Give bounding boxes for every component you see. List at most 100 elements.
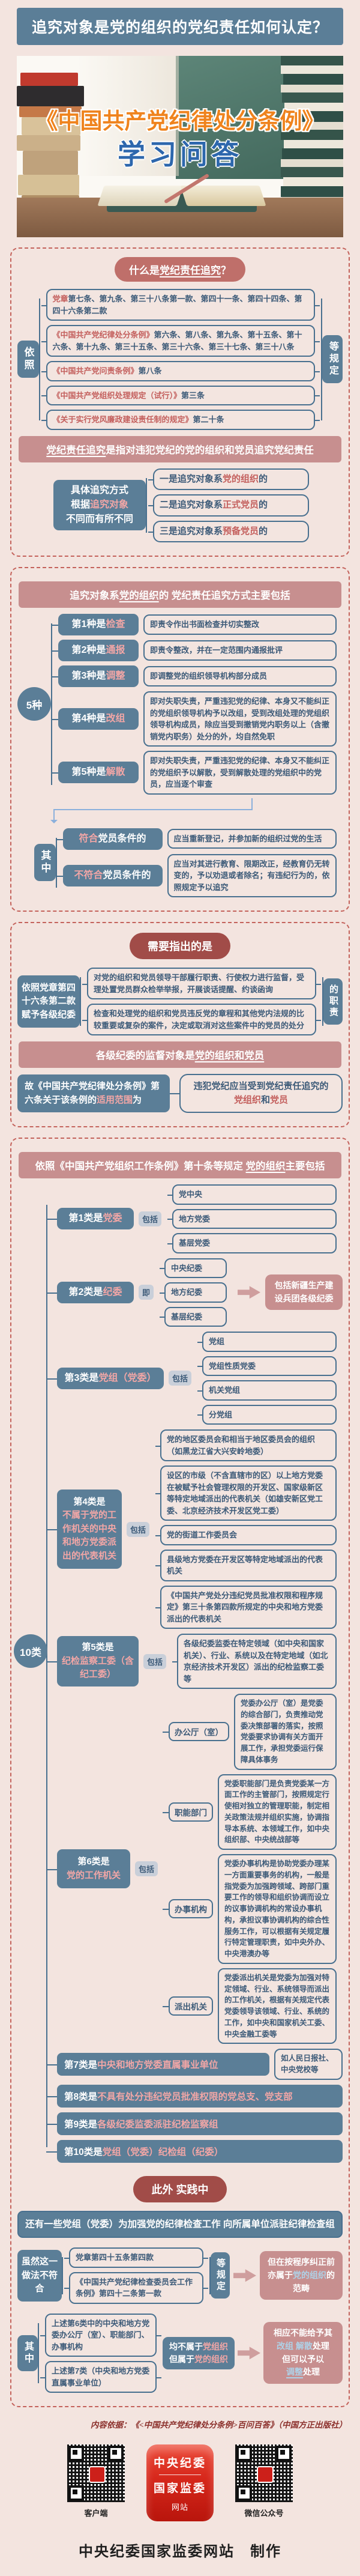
qr-client-label: 客户端 [84,2509,108,2518]
class2-items: 中央纪委 地方纪委 基层纪委 [158,1258,233,1327]
qr-center-logo-icon [89,2466,106,2483]
section-ten-classes: 依照《中国共产党组织工作条例》第十条等规定 党的组织主要包括 10类 第1类是党… [10,1138,350,2407]
class-row-4: 第4类是不属于党的工作机关的中央和地方党委派出的代表机关 包括 党的地区委员会和… [46,1429,343,1629]
kind-desc: 即调整党的组织领导机构部分成员 [143,666,337,686]
qr-center-logo-icon [257,2466,274,2483]
bar-keyword: 党的组织 [245,1161,286,1172]
case-list: 一是追究对象系党的组织的 二是追究对象系正式党员的 三是追究对象系预备党员的 [147,468,315,542]
kind-desc: 即对失职失责，严重违犯党的纪律、本身又不能纠正的党组织予以解散，受到解散处理的党… [143,751,337,795]
connector-label: 包括 [135,1861,158,1877]
org-item: 基层纪委 [160,1306,227,1327]
org-item: 设区的市级（不含直辖市的区）以上地方党委在被赋予社会管理权限的开发区、国家级新区… [155,1465,337,1521]
class3-label: 第3类是党组（党委） [57,1367,164,1389]
org-item: 中央纪委 [160,1258,227,1278]
class-keyword: 党组（党委）纪检组（纪委） [102,2147,224,2157]
kind-label: 第4种是改组 [58,708,139,730]
connector-line [55,837,57,888]
class1-items: 党中央 地方党委 基层党委 [166,1184,343,1253]
class3-items: 党组 党组性质党委 机关党组 分党组 [196,1332,343,1425]
among-node: 其中 [17,2335,38,2371]
org-item: 党的街道工作委员会 [155,1525,337,1545]
book [281,65,343,74]
kind-label: 第2种是通报 [58,640,139,661]
practice-bar: 还有一些党组（党委）为加强党的纪律检查工作 向所属单位派驻纪律检查组 [17,2210,343,2238]
case-keyword: 正式党员 [223,500,259,510]
case-suffix: 的 [259,526,268,536]
section-five-ways: 追究对象系党的组织的 党纪责任追究方式主要包括 5种 第1种是检查 即责令作出书… [10,567,350,912]
qr-finder-icon [68,2446,84,2461]
conclusion-text: 故《中国共产党纪律处分条例》第六条关于该条例的 [25,1081,160,1105]
section-need-to-point-out: 需要指出的是 依照党章第四十六条第二款赋予各级纪委 对党的组织和党员领导干部履行… [10,922,350,1127]
conclusion-left-node: 故《中国共产党纪律处分条例》第六条关于该条例的适用范围为 [17,1074,170,1112]
regulation-item: 《中国共产党组织处理规定（试行）》第三条 [41,385,320,405]
among-mindmap: 其中 符合党员条件的 应当重新登记，并参加新的组织过党的生活 不符合党员条件的 … [34,828,343,897]
method-line3: 不同而有所不同 [65,514,133,525]
regulation-articles: 第三条 [181,390,205,400]
class10-label: 第10类是党组（党委）纪检组（纪委） [57,2139,343,2163]
among-list: 符合党员条件的 应当重新登记，并参加新的组织过党的生活 不符合党员条件的 应当对… [56,828,343,897]
section4-title-bar: 依照《中国共产党组织工作条例》第十条等规定 党的组织主要包括 [19,1152,341,1178]
section2-title-bar: 追究对象系党的组织的 党纪责任追究方式主要包括 [19,581,341,608]
method-mindmap: 具体追究方式 根据追究对象 不同而有所不同 一是追究对象系党的组织的 二是追究对… [53,468,343,542]
kind-row: 第1种是检查 即责令作出书面检查并切实整改 [52,614,337,635]
connector-label: 包括 [143,1653,167,1669]
class-keyword: 党组（党委） [98,1372,157,1383]
connector-line [322,977,323,1026]
org-item: 地方纪委 [160,1282,227,1303]
connector-label: 包括 [169,1371,192,1386]
org-item: 机关党组 [197,1380,337,1401]
case-item: 一是追究对象系党的组织的 [148,468,309,490]
org-item: 分党组 [197,1404,337,1425]
qr-client: 客户端 [67,2444,125,2518]
ten-classes-tree: 10类 第1类是党委 包括 党中央 地方党委 基层党委 第2类是纪委 即 中央纪… [14,1184,343,2163]
book [282,148,343,159]
case-keyword: 预备党员 [223,526,259,536]
case-item: 二是追究对象系正式党员的 [148,494,309,517]
among-label: 不符合党员条件的 [62,864,163,886]
org-item: 上述第7类（中央和地方党委直属事业单位） [40,2361,161,2393]
question-mark: ？ [221,265,231,276]
book [17,135,80,151]
mid-keyword: 党的组织 [194,2354,228,2364]
content-source: 内容依据：《<中国共产党纪律处分条例>百问百答》（中国方正出版社） [90,2420,347,2429]
cover-title: 《中国共产党纪律处分条例》 [35,109,325,133]
conclusion-keyword: 党员 [270,1094,289,1105]
class-keyword: 不属于党的工作机关的中央和地方党委派出的代表机关 [62,1510,116,1561]
book [283,122,343,130]
arrow-right-icon [238,1286,261,1299]
org-item: 上述第6类中的中央和地方党委办公厅（室）、职能部门、办事机构 [40,2313,161,2357]
bent-arrow-connector [50,798,343,825]
section-what-is-accountability: 什么是党纪责任追究？ 依照 党章第七条、第九条、第三十八条第一款、第四十一条、第… [10,247,350,557]
among-label: 符合党员条件的 [62,828,163,850]
regulation-name: 党章 [52,294,68,303]
among-row: 符合党员条件的 应当重新登记，并参加新的组织过党的生活 [56,828,337,850]
workorgan-subrow: 职能部门 党委职能部门是负责党委某一方面工作的主管部门，按照规定行使相对独立的管… [163,1774,337,1850]
kind-label: 第1种是检查 [58,614,139,635]
class-row-6: 第6类是党的工作机关 包括 办公厅（室） 党委办公厅（室）是党委的综合部门，负责… [46,1694,343,2044]
class4-items: 党的地区委员会和相当于地区委员会的组织（如黑龙江省大兴安岭地委） 设区的市级（不… [154,1429,343,1629]
count-circle: 10类 [14,1634,47,1668]
result-text: 但可以予以 [282,2354,324,2364]
book [18,175,79,195]
sub-desc: 党委办事机构是协助党委办理某一方面重要事务的机构，一般是指党委为加强跨领域、跨部… [218,1854,337,1964]
connector-line [170,1093,179,1094]
class-prefix: 第9类是 [64,2119,98,2130]
connector-line [53,808,251,810]
class-row-3: 第3类是党组（党委） 包括 党组 党组性质党委 机关党组 分党组 [46,1332,343,1425]
book [283,177,343,186]
app-title-line2: 国家监委 [153,2482,206,2495]
book-stack-right [281,56,343,216]
page-title: 追究对象是党的组织的党纪责任如何认定？ [17,8,343,45]
org-item: 党的地区委员会和相当于地区委员会的组织（如黑龙江省大兴安岭地委） [155,1429,337,1461]
org-item: 基层党委 [167,1233,337,1253]
class-prefix: 第3类是 [64,1372,99,1383]
class-row-8: 第8类是不具有处分违纪党员批准权限的党总支、党支部 [46,2084,343,2108]
connector-line [251,798,253,810]
among-mindmap-2: 其中 上述第6类中的中央和地方党委办公厅（室）、职能部门、办事机构 上述第7类（… [17,2313,343,2393]
kind-row: 第5种是解散 即对失职失责，严重违犯党的纪律、本身又不能纠正的党组织予以解散，受… [52,751,337,795]
among-items: 上述第6类中的中央和地方党委办公厅（室）、职能部门、办事机构 上述第7类（中央和… [39,2313,163,2393]
qr-row: 客户端 中央纪委 国家监委 网站 微信公众号 [0,2444,360,2521]
regulation-articles: 第二十条 [193,415,224,424]
qr-wechat: 微信公众号 [235,2444,293,2518]
class-keyword: 各级纪委监委派驻纪检监察组 [97,2119,218,2130]
